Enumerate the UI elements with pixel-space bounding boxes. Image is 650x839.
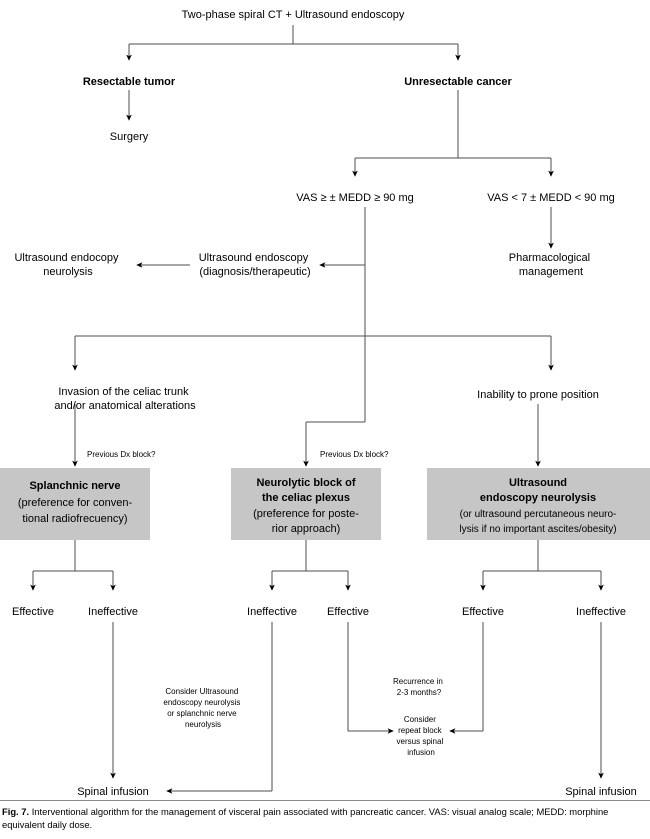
node-spinal-infusion-left: Spinal infusion (77, 786, 149, 798)
gray-box-splanchnic-nerve[interactable]: Splanchnic nerve (preference for conven-… (0, 468, 150, 540)
node-vas-low: VAS < 7 ± MEDD < 90 mg (487, 192, 615, 204)
gray-box-2-line-2: the celiac plexus (262, 492, 350, 504)
label-previous-dx-block-2: Previous Dx block? (320, 450, 389, 459)
gray-box-2-line-1: Neurolytic block of (256, 477, 355, 489)
gray-box-2-line-4: rior approach) (272, 523, 340, 535)
gray-box-1-line-3: tional radiofrecuency) (22, 513, 127, 525)
annotation-recurrence: Recurrence in 2-3 months? (393, 677, 445, 697)
node-invasion-celiac-trunk: Invasion of the celiac trunk and/or anat… (54, 386, 196, 412)
node-spinal-infusion-right: Spinal infusion (565, 786, 637, 798)
connector-lines (30, 25, 604, 794)
caption-divider (0, 800, 650, 801)
gray-box-neurolytic-block-celiac-plexus[interactable]: Neurolytic block of the celiac plexus (p… (231, 468, 381, 540)
node-root: Two-phase spiral CT + Ultrasound endosco… (182, 9, 405, 21)
figure-caption-block: Fig. 7. Interventional algorithm for the… (0, 800, 650, 831)
label-previous-dx-block-1: Previous Dx block? (87, 450, 156, 459)
annotation-consider-ultrasound: Consider Ultrasound endoscopy neurolysis… (163, 687, 242, 729)
node-vas-high: VAS ≥ ± MEDD ≥ 90 mg (296, 192, 414, 204)
gray-box-3-line-4: lysis if no important ascites/obesity) (459, 524, 616, 535)
node-ultrasound-endocopy-neurolysis: Ultrasound endocopy neurolysis (14, 252, 121, 278)
gray-box-1-line-2: (preference for conven- (18, 497, 133, 509)
node-resectable-tumor: Resectable tumor (83, 76, 176, 88)
node-inability-prone-position: Inability to prone position (477, 389, 599, 401)
gray-box-3-line-2: endoscopy neurolysis (480, 492, 596, 504)
outcome-b1-effective: Effective (12, 606, 54, 618)
gray-box-1-line-1: Splanchnic nerve (29, 480, 120, 492)
node-unresectable-cancer: Unresectable cancer (404, 76, 512, 88)
node-pharmacological-management: Pharmacological management (509, 252, 593, 278)
gray-box-3-line-1: Ultrasound (509, 477, 567, 489)
node-ultrasound-endoscopy: Ultrasound endoscopy (diagnosis/therapeu… (199, 252, 312, 278)
figure-caption: Fig. 7. Interventional algorithm for the… (0, 806, 650, 831)
outcome-b2-ineffective: Ineffective (247, 606, 297, 618)
gray-box-3-line-3: (or ultrasound percutaneous neuro- (460, 509, 617, 520)
gray-box-2-line-3: (preference for poste- (253, 508, 359, 520)
outcome-b1-ineffective: Ineffective (88, 606, 138, 618)
outcome-b3-ineffective: Ineffective (576, 606, 626, 618)
flowchart-svg: Two-phase spiral CT + Ultrasound endosco… (0, 9, 650, 798)
caption-figure-number: Fig. 7. (2, 806, 30, 817)
caption-body: Interventional algorithm for the managem… (2, 806, 609, 830)
gray-box-ultrasound-endoscopy-neurolysis[interactable]: Ultrasound endoscopy neurolysis (or ultr… (427, 468, 650, 540)
node-surgery: Surgery (110, 131, 149, 143)
outcome-b2-effective: Effective (327, 606, 369, 618)
annotation-consider-repeat-block: Consider repeat block versus spinal infu… (397, 715, 446, 757)
outcome-b3-effective: Effective (462, 606, 504, 618)
